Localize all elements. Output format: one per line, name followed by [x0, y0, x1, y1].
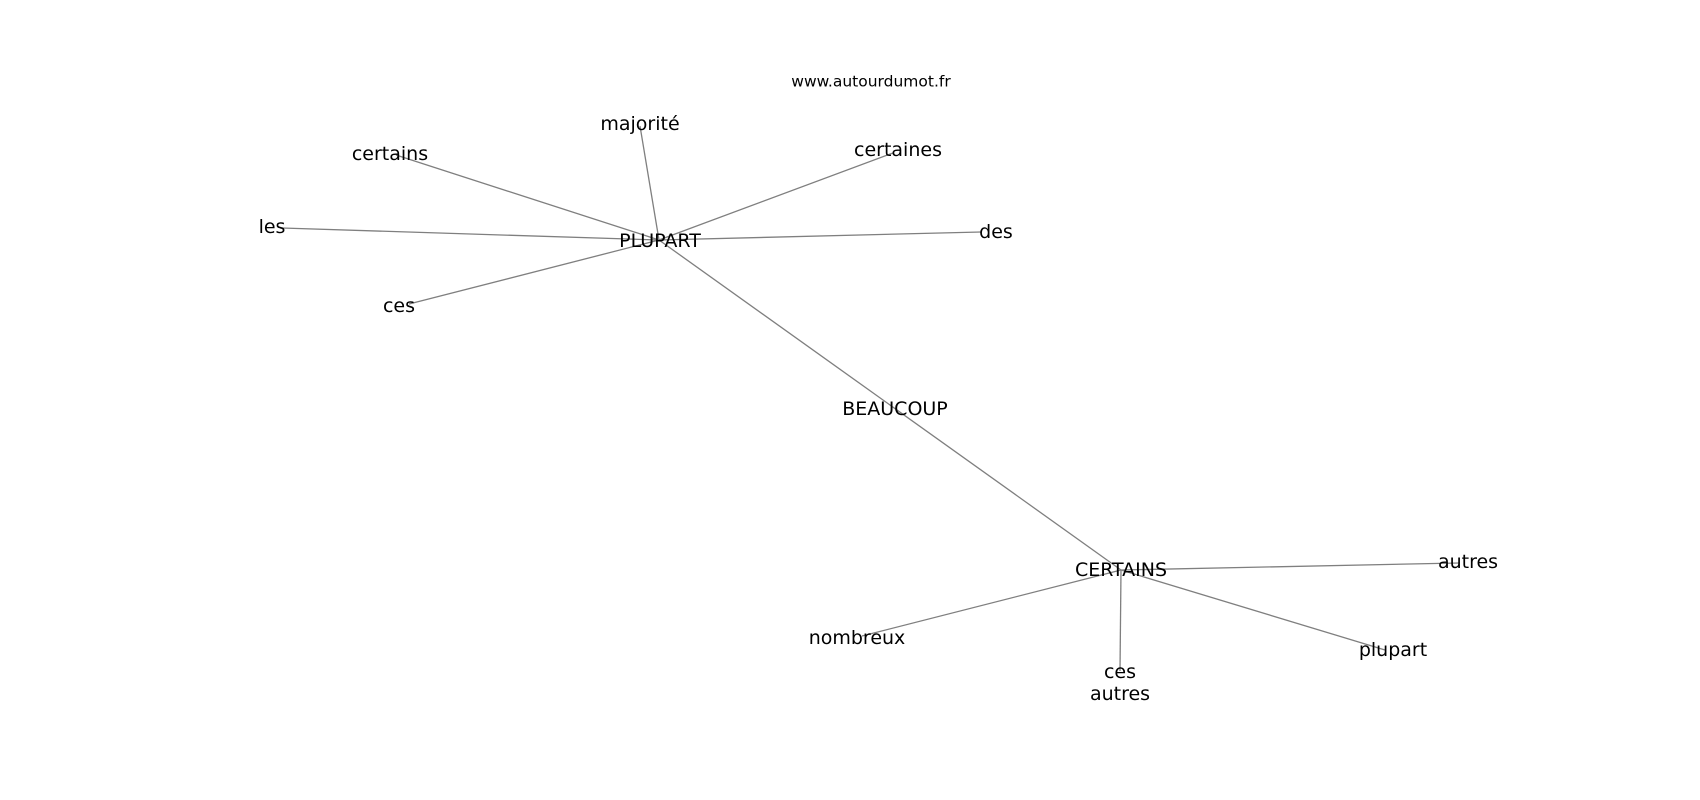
node-certains: CERTAINS — [1075, 559, 1167, 581]
node-plupart: plupart — [1359, 639, 1427, 661]
node-certaines: certaines — [854, 139, 942, 161]
node-majorite: majorité — [600, 113, 679, 135]
edge-plupart-ces — [408, 239, 660, 305]
edge-certains-autres — [1120, 562, 1460, 571]
node-label-line: certains — [352, 143, 428, 165]
node-label-line: autres — [1090, 683, 1150, 705]
edge-layer — [281, 125, 1460, 672]
node-nombreux: nombreux — [809, 627, 906, 649]
node-label-line: ces — [1104, 661, 1136, 683]
edge-certains-ces_autres — [1119, 569, 1122, 672]
node-autres: autres — [1438, 551, 1498, 573]
edge-certains-nombreux — [861, 569, 1122, 637]
node-label-line: CERTAINS — [1075, 559, 1167, 581]
node-plupart: PLUPART — [619, 230, 701, 252]
source-label: www.autourdumot.fr — [791, 73, 951, 91]
edge-plupart-les — [281, 227, 660, 241]
edge-plupart-certaines — [658, 152, 894, 241]
node-label-line: ces — [383, 295, 415, 317]
node-label-line: PLUPART — [619, 230, 701, 252]
edge-plupart-certains — [395, 154, 660, 241]
node-label-line: nombreux — [809, 627, 906, 649]
node-label-line: majorité — [600, 113, 679, 135]
node-label-line: des — [979, 221, 1013, 243]
edge-plupart-majorite — [639, 125, 660, 241]
node-label-line: certaines — [854, 139, 942, 161]
node-label-line: autres — [1438, 551, 1498, 573]
node-label-line: plupart — [1359, 639, 1427, 661]
node-ces: ces — [383, 295, 415, 317]
node-layer: PLUPART BEAUCOUP CERTAINS majorité certains c… — [259, 113, 1499, 705]
node-label-line: les — [259, 216, 286, 238]
node-beaucoup: BEAUCOUP — [842, 398, 948, 420]
node-les: les — [259, 216, 286, 238]
node-label-line: BEAUCOUP — [842, 398, 948, 420]
edge-certains-plupart — [1120, 569, 1386, 651]
edge-plupart-certains — [658, 239, 1122, 571]
node-des: des — [979, 221, 1013, 243]
edge-plupart-des — [658, 231, 982, 241]
node-certains: certains — [352, 143, 428, 165]
